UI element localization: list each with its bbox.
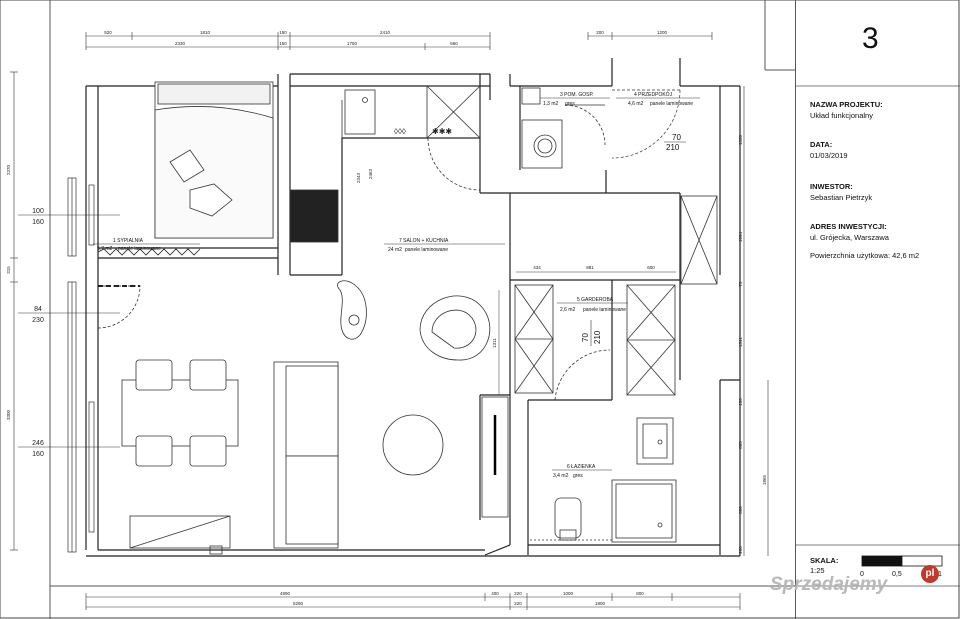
right-dimensions bbox=[743, 86, 769, 556]
dog-figure bbox=[337, 280, 367, 340]
hall-door-swing bbox=[611, 89, 681, 159]
dim-top-3: 150 bbox=[279, 30, 287, 35]
drops-icon: ◊◊◊ bbox=[394, 127, 406, 136]
coffee-table bbox=[382, 414, 444, 476]
room-wardrobe-area: 2,6 m2 bbox=[560, 307, 576, 313]
watermark: Sprzedajemy bbox=[770, 574, 888, 595]
dim-top-1: 520 bbox=[104, 30, 112, 35]
date-value: 01/03/2019 bbox=[810, 151, 848, 160]
room-hall-name: 4 PRZEDPOKÓJ bbox=[634, 91, 673, 98]
scale-tick-1: 0,5 bbox=[892, 571, 902, 578]
dim-left-1: 2370 bbox=[6, 164, 11, 175]
room-living-area: 24 m2 bbox=[388, 247, 402, 253]
room-labels: 1 SYPIALNIA 5,7 m2 panele laminowane 7 S… bbox=[93, 91, 700, 479]
dim-bottom-8: 1800 bbox=[595, 601, 606, 606]
top-dimensions bbox=[85, 32, 713, 50]
room-utility-floor: gres bbox=[565, 101, 575, 107]
sheet-number: 3 bbox=[862, 22, 879, 55]
dim-bottom-5: 800 bbox=[636, 591, 644, 596]
window-2-width: 84 bbox=[34, 306, 42, 313]
dim-bottom-2: 400 bbox=[491, 591, 499, 596]
usable-area: Powierzchnia użytkowa: 42,6 m2 bbox=[810, 251, 920, 260]
room-bathroom-area: 3,4 m2 bbox=[553, 473, 569, 479]
wardrobes bbox=[514, 195, 718, 401]
dim-kitchen-b: 2463 bbox=[368, 168, 373, 179]
dim-top-5: 2330 bbox=[175, 41, 186, 46]
room-living-floor: panele laminowane bbox=[405, 247, 448, 253]
dim-bottom-6: 5290 bbox=[293, 601, 304, 606]
scale-label: SKALA: bbox=[810, 556, 839, 565]
address-value: ul. Grójecka, Warszawa bbox=[810, 233, 889, 242]
dim-wardrobe-3: 600 bbox=[647, 265, 655, 270]
window-2-height: 230 bbox=[32, 317, 44, 324]
investor-value: Sebastian Pietrzyk bbox=[810, 193, 873, 202]
dim-left-3: 3300 bbox=[6, 409, 11, 420]
dim-top-8: 660 bbox=[450, 41, 458, 46]
sideboard bbox=[129, 515, 231, 555]
dim-bottom-7: 220 bbox=[514, 601, 522, 606]
windows bbox=[67, 177, 95, 553]
dim-right-8: 1865 bbox=[762, 474, 767, 485]
project-value: Układ funkcjonalny bbox=[810, 111, 873, 120]
dim-left-2: 315 bbox=[6, 266, 11, 274]
scale-value: 1:25 bbox=[810, 566, 825, 575]
room-bedroom-floor: panele laminowane bbox=[118, 246, 161, 252]
bottom-dimensions bbox=[85, 593, 741, 610]
room-living-name: 7 SALON + KUCHNIA bbox=[399, 238, 449, 244]
room-utility-name: 3 POM. GOSP. bbox=[560, 92, 594, 98]
hall-door-width: 70 bbox=[672, 133, 681, 142]
room-hall-area: 4,6 m2 bbox=[628, 101, 644, 107]
scale-bar bbox=[861, 555, 943, 567]
dim-bottom-3: 220 bbox=[514, 591, 522, 596]
dim-top-6: 150 bbox=[279, 41, 287, 46]
dim-wardrobe-2: 881 bbox=[586, 265, 594, 270]
watermark-badge: pl bbox=[921, 565, 939, 583]
dim-top-7: 1750 bbox=[347, 41, 358, 46]
washer bbox=[521, 87, 606, 169]
dim-bottom-1: 4890 bbox=[280, 591, 291, 596]
dining-set bbox=[121, 359, 239, 467]
window-1-width: 100 bbox=[32, 208, 44, 215]
room-utility-area: 1,3 m2 bbox=[543, 101, 559, 107]
window-3-width: 246 bbox=[32, 440, 44, 447]
room-bedroom-name: 1 SYPIALNIA bbox=[113, 238, 144, 244]
date-label: DATA: bbox=[810, 140, 833, 149]
tv-unit bbox=[481, 396, 509, 518]
room-wardrobe-floor: panele laminowane bbox=[583, 307, 626, 313]
kitchen bbox=[289, 85, 481, 243]
wardrobe-door-width: 70 bbox=[581, 333, 590, 342]
bathroom-fixtures bbox=[530, 417, 677, 543]
left-dimensions bbox=[10, 71, 120, 551]
room-bedroom-area: 5,7 m2 bbox=[97, 246, 113, 252]
scale-tick-2: 1 bbox=[938, 571, 942, 578]
bed bbox=[154, 81, 274, 239]
window-1-height: 160 bbox=[32, 219, 44, 226]
scale-tick-0: 0 bbox=[860, 571, 864, 578]
armchair bbox=[419, 295, 491, 361]
dim-top-4: 2410 bbox=[380, 30, 391, 35]
title-block-divider bbox=[795, 0, 796, 619]
balcony-door-swing bbox=[97, 285, 141, 329]
dim-bottom-4: 1000 bbox=[563, 591, 574, 596]
investor-label: INWESTOR: bbox=[810, 182, 853, 191]
wardrobe-door-height: 210 bbox=[593, 330, 602, 344]
project-label: NAZWA PROJEKTU: bbox=[810, 100, 883, 109]
dim-top-2: 1810 bbox=[200, 30, 211, 35]
dim-top-10: 1200 bbox=[657, 30, 668, 35]
room-bathroom-floor: gres bbox=[573, 473, 583, 479]
room-hall-floor: panele laminowane bbox=[650, 101, 693, 107]
room-wardrobe-name: 5 GARDEROBA bbox=[577, 297, 614, 303]
dim-kitchen-a: 2343 bbox=[356, 172, 361, 183]
dim-wardrobe-1: 434 bbox=[533, 265, 541, 270]
dim-top-9: 200 bbox=[596, 30, 604, 35]
hob-icon: ✱✱✱ bbox=[432, 127, 452, 136]
room-bathroom-name: 6 ŁAZIENKA bbox=[567, 464, 596, 470]
dim-wardrobe-height: 1311 bbox=[492, 338, 497, 348]
hall-door-height: 210 bbox=[666, 143, 680, 152]
window-3-height: 160 bbox=[32, 451, 44, 458]
address-label: ADRES INWESTYCJI: bbox=[810, 222, 887, 231]
sofa bbox=[273, 361, 339, 549]
